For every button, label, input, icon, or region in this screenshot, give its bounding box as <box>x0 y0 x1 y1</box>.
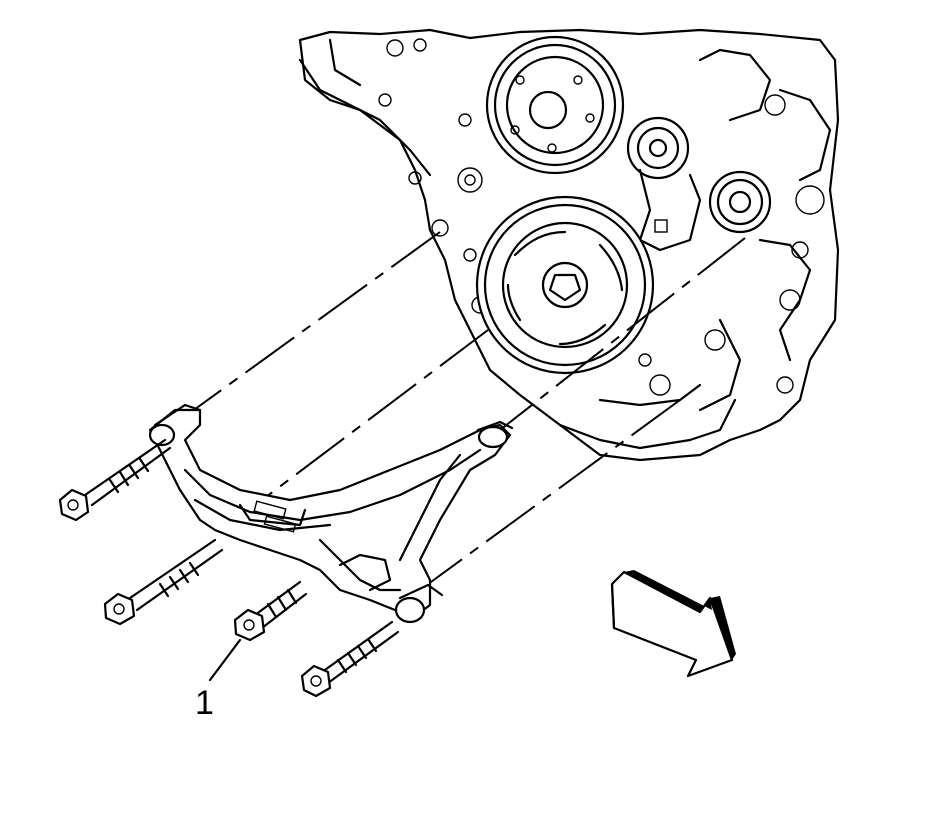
engine-bracket <box>148 403 514 624</box>
bolt-lower-right <box>300 620 400 698</box>
tensioner-pulley <box>708 170 772 234</box>
callout-1-label: 1 <box>195 684 214 722</box>
idler-pulley-upper <box>626 116 690 180</box>
alignment-lines <box>179 231 746 591</box>
engine-assembly <box>298 28 840 462</box>
bolt-callout-1 <box>233 580 308 642</box>
front-of-vehicle-arrow-icon <box>610 570 736 678</box>
bolt-middle-left <box>103 538 224 626</box>
bolt-upper-left <box>58 438 172 522</box>
crankshaft-balancer <box>475 195 655 375</box>
callout-1: 1 <box>195 638 242 722</box>
upper-pulley <box>485 35 625 175</box>
